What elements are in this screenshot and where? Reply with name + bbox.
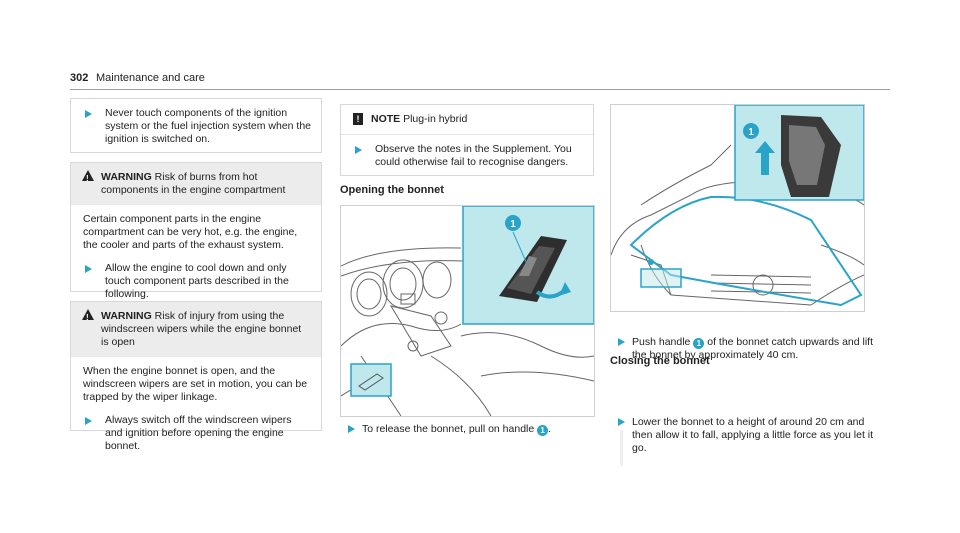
warning-burns-step-text: Allow the engine to cool down and only t… [105,262,289,300]
warning-icon [82,170,94,185]
warning-wipers-step: Always switch off the windscreen wipers … [71,412,321,461]
note-icon: ! [353,113,363,125]
note-box: ! NOTE Plug-in hybrid Observe the notes … [340,104,594,176]
note-step-text: Observe the notes in the Supplement. You… [375,143,572,168]
step-arrow-icon [348,425,355,433]
push-step-text-end: of the bonnet catch upwards and lift the… [632,336,874,361]
step-arrow-icon [85,417,92,425]
closing-bonnet-heading: Closing the bonnet [610,355,710,367]
intro-step-box: Never touch components of the ignition s… [70,98,322,153]
lower-bonnet-step: Lower the bonnet to a height of around 2… [610,416,882,466]
note-label: NOTE [371,113,401,125]
warning-burns-body: Certain component parts in the engine co… [83,213,298,251]
release-step-text: To release the bonnet, pull on handle [362,423,535,435]
figure-callout-1: 1 [510,219,516,230]
intro-step-text: Never touch components of the ignition s… [105,107,312,145]
callout-1-icon: 1 [537,425,549,436]
step-arrow-icon [85,265,92,273]
note-step: Observe the notes in the Supplement. You… [341,135,593,177]
release-step: To release the bonnet, pull on handle 1. [340,423,612,436]
warning-burns-header: WARNING Risk of burns from hot component… [71,163,321,205]
push-handle-step: Push handle 1 of the bonnet catch upward… [610,336,887,362]
figure-bonnet-catch: 1 [610,104,865,312]
warning-wipers-body: When the engine bonnet is open, and the … [83,365,308,403]
note-title: Plug-in hybrid [403,113,468,125]
header-divider [70,89,890,90]
push-step-text-start: Push handle [632,336,691,348]
section-title: Maintenance and care [96,72,205,84]
figure-release-handle: 1 [340,205,595,417]
warning-label: WARNING [101,171,152,183]
warning-icon [82,309,94,324]
warning-burns-step: Allow the engine to cool down and only t… [71,260,321,309]
step-arrow-icon [85,110,92,118]
release-step-end: . [548,423,552,435]
page-number: 302 [70,72,89,84]
step-arrow-icon [618,338,625,346]
step-arrow-icon [355,146,362,154]
lower-step-text: Lower the bonnet to a height of around 2… [632,416,874,454]
opening-bonnet-heading: Opening the bonnet [340,184,444,196]
warning-title: Risk of injury from using the windscreen… [101,310,302,348]
note-header: ! NOTE Plug-in hybrid [341,105,593,134]
warning-wipers-box: WARNING Risk of injury from using the wi… [70,301,322,452]
callout-1-icon: 1 [693,338,705,349]
intro-step: Never touch components of the ignition s… [71,99,321,154]
step-arrow-icon [618,418,625,426]
warning-wipers-header: WARNING Risk of injury from using the wi… [71,302,321,357]
warning-label: WARNING [101,310,152,322]
step-bar [620,430,623,466]
warning-wipers-step-text: Always switch off the windscreen wipers … [105,414,292,452]
warning-burns-box: WARNING Risk of burns from hot component… [70,162,322,300]
warning-title: Risk of burns from hot components in the… [101,171,286,196]
figure-callout-1: 1 [748,127,754,138]
